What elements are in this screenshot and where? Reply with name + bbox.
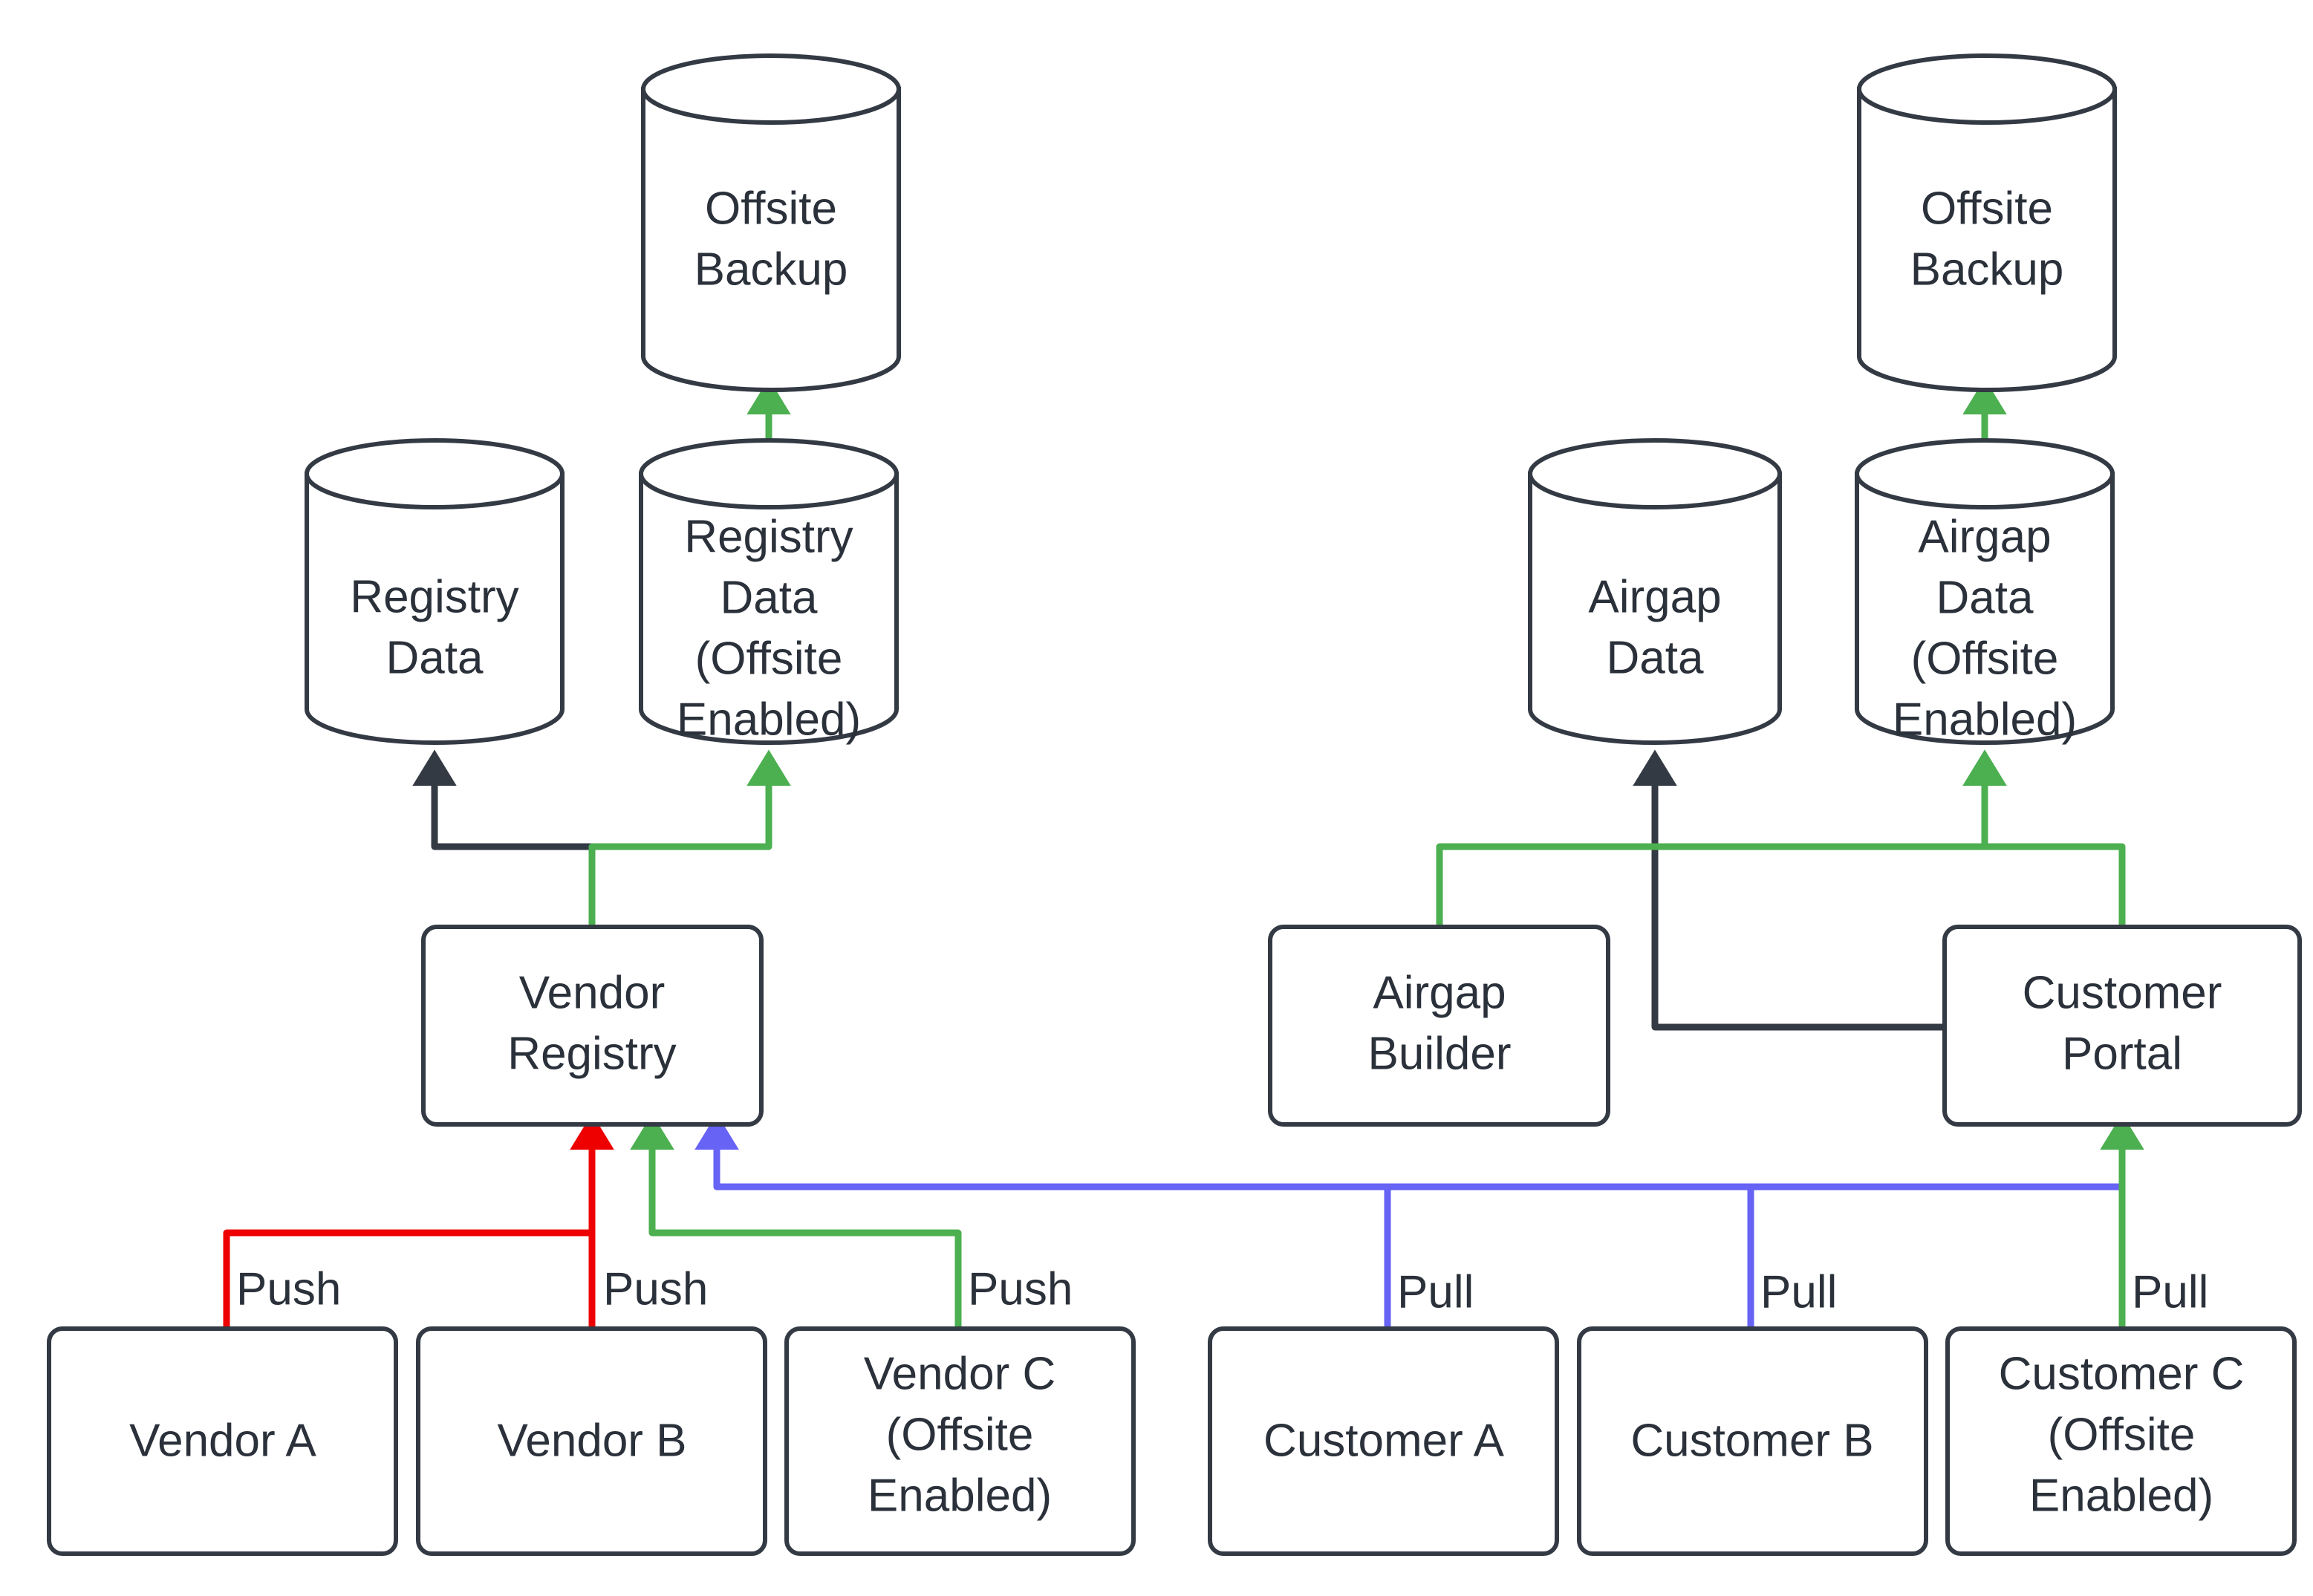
node-label: Registry	[350, 571, 518, 622]
node-label: Enabled)	[1893, 694, 2077, 745]
node-label: Vendor B	[497, 1415, 686, 1466]
node-label: Registry	[507, 1028, 676, 1079]
node-label: Vendor C	[864, 1348, 1056, 1399]
node-label: Customer A	[1263, 1415, 1505, 1466]
edge-label-vendor-b-push: Push	[603, 1263, 708, 1315]
cylinder-body	[1855, 472, 2115, 745]
node-label: Data	[386, 632, 484, 683]
box-outline	[416, 1326, 767, 1556]
cylinder-body	[305, 472, 565, 745]
cylinder-body	[639, 472, 899, 745]
node-airgap-builder[interactable]: Airgap Builder	[1268, 925, 1610, 1127]
edge-label-customer-b-pull: Pull	[1760, 1266, 1837, 1317]
edge-layer	[223, 378, 2144, 1329]
box-outline	[1942, 925, 2302, 1127]
node-label: (Offsite	[1911, 633, 2059, 684]
node-label: Customer B	[1630, 1415, 1873, 1466]
node-label: (Offsite	[886, 1409, 1034, 1460]
node-label: Data	[720, 572, 818, 623]
box-outline	[1208, 1326, 1559, 1556]
node-airgap-data[interactable]: Airgap Data	[1528, 438, 1782, 745]
node-label: Offsite	[705, 183, 837, 234]
node-label: Airgap	[1918, 511, 2051, 562]
edge-customer-portal-to-airgap-data-offsite	[1962, 749, 2126, 927]
node-label: Customer C	[1999, 1348, 2245, 1399]
edge-label-layer: Push Push Push Pull Pull Pull	[236, 1263, 2208, 1317]
node-label: Customer	[2023, 967, 2222, 1018]
edge-label-customer-c-pull: Pull	[2132, 1266, 2208, 1317]
node-customer-portal[interactable]: Customer Portal	[1942, 925, 2302, 1127]
cylinder-top	[1857, 53, 2117, 125]
box-outline	[1268, 925, 1610, 1127]
node-label: Data	[1607, 632, 1704, 683]
node-offsite-backup-left[interactable]: Offsite Backup	[641, 53, 901, 392]
node-label: Airgap	[1588, 571, 1721, 622]
edge-vendor-registry-to-registry-data-offsite	[588, 749, 791, 927]
node-vendor-b[interactable]: Vendor B	[416, 1326, 767, 1556]
node-label: Builder	[1368, 1028, 1512, 1079]
edge-vendor-registry-to-registry-data	[412, 749, 596, 927]
node-label: Enabled)	[677, 694, 861, 745]
node-label: Enabled)	[868, 1470, 1052, 1521]
node-registry-data[interactable]: Registry Data	[305, 438, 565, 745]
node-label: Airgap	[1373, 967, 1506, 1018]
cylinder-top	[639, 438, 899, 509]
node-label: Backup	[1910, 244, 2064, 295]
edge-customer-b-pull	[694, 1113, 1754, 1329]
cylinder-top	[1528, 438, 1782, 509]
node-label: (Offsite	[2048, 1409, 2196, 1460]
edge-vendor-c-push	[630, 1113, 962, 1329]
node-vendor-a[interactable]: Vendor A	[47, 1326, 398, 1556]
node-vendor-registry[interactable]: Vendor Registry	[421, 925, 764, 1127]
box-outline	[784, 1326, 1136, 1556]
node-label: Enabled)	[2029, 1470, 2213, 1521]
node-registry-data-offsite[interactable]: Registry Data (Offsite Enabled)	[639, 438, 899, 745]
node-customer-b[interactable]: Customer B	[1577, 1326, 1928, 1556]
edge-label-customer-a-pull: Pull	[1397, 1266, 1474, 1317]
node-label: Data	[1936, 572, 2034, 623]
cylinder-body	[1528, 472, 1782, 745]
node-vendor-c[interactable]: Vendor C (Offsite Enabled)	[784, 1326, 1136, 1556]
node-label: Vendor	[519, 967, 666, 1018]
cylinder-top	[1855, 438, 2115, 509]
edge-customer-portal-to-airgap-data	[1633, 749, 1945, 1031]
edge-label-vendor-a-push: Push	[236, 1263, 341, 1315]
node-label: Offsite	[1921, 183, 2053, 234]
box-outline	[1577, 1326, 1928, 1556]
node-customer-a[interactable]: Customer A	[1208, 1326, 1559, 1556]
box-outline	[1945, 1326, 2297, 1556]
node-customer-c[interactable]: Customer C (Offsite Enabled)	[1945, 1326, 2297, 1556]
box-outline	[421, 925, 764, 1127]
node-label: Vendor A	[129, 1415, 316, 1466]
cylinder-top	[305, 438, 565, 509]
edge-airgap-builder-to-airgap-data-offsite	[1436, 749, 2007, 927]
node-airgap-data-offsite[interactable]: Airgap Data (Offsite Enabled)	[1855, 438, 2115, 745]
node-label: Registry	[684, 511, 853, 562]
node-label: (Offsite	[695, 633, 843, 684]
cylinder-body	[641, 87, 901, 392]
cylinder-top	[641, 53, 901, 125]
node-offsite-backup-right[interactable]: Offsite Backup	[1857, 53, 2117, 392]
cylinder-body	[1857, 87, 2117, 392]
box-outline	[47, 1326, 398, 1556]
node-label: Portal	[2062, 1028, 2182, 1079]
edge-label-vendor-c-push: Push	[968, 1263, 1073, 1315]
node-label: Backup	[694, 244, 848, 295]
